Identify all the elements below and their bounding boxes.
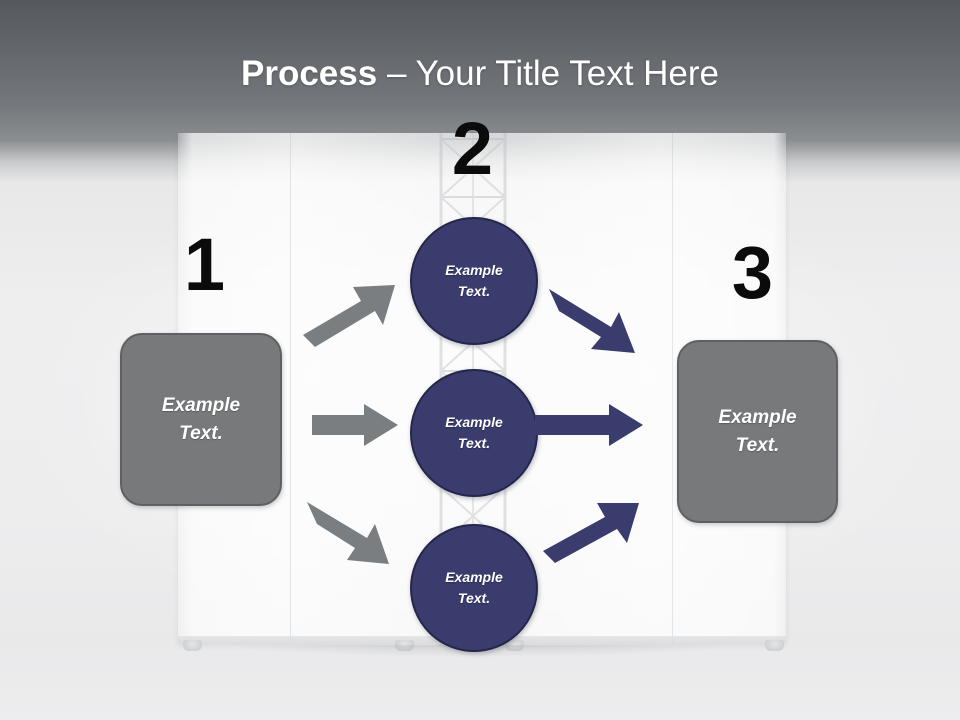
output-box-line1: Example	[718, 406, 797, 428]
input-box-text: Example Text.	[162, 392, 240, 448]
panel-foot	[395, 640, 414, 651]
arrow-right-navy	[535, 404, 643, 446]
process-circle-2-line1: Example	[445, 414, 503, 430]
output-box-text: Example Text.	[718, 404, 796, 460]
step-number-1: 1	[183, 223, 225, 306]
input-box[interactable]: Example Text.	[120, 333, 282, 506]
step-number-2: 2	[451, 107, 493, 190]
input-box-line1: Example	[161, 394, 241, 416]
input-box-line2: Text.	[179, 422, 223, 444]
arrow-down-right-navy	[549, 287, 653, 355]
process-circle-1-text: Example Text.	[445, 260, 503, 302]
panel-foot	[505, 640, 524, 651]
arrow-right-gray	[312, 404, 398, 446]
output-box[interactable]: Example Text.	[677, 340, 838, 523]
slide-title-light: – Your Title Text Here	[377, 54, 719, 93]
process-circle-3-line2: Text.	[457, 590, 491, 606]
panel-seam-right	[672, 133, 673, 643]
process-circle-2[interactable]: Example Text.	[410, 369, 538, 497]
panel-foot	[765, 640, 784, 651]
process-circle-2-text: Example Text.	[445, 412, 503, 454]
process-circle-1-line2: Text.	[457, 283, 491, 299]
process-circle-2-line2: Text.	[457, 435, 491, 451]
panel-foot	[183, 640, 202, 651]
arrow-up-right-navy	[543, 501, 647, 567]
process-circle-3-text: Example Text.	[445, 567, 503, 609]
process-circle-3-line1: Example	[445, 569, 503, 585]
process-circle-1[interactable]: Example Text.	[410, 217, 538, 345]
step-number-3: 3	[731, 231, 773, 314]
panel-floor-shadow	[178, 645, 786, 661]
process-circle-1-line1: Example	[445, 262, 503, 278]
arrow-down-right-gray	[307, 500, 403, 566]
arrow-up-right-gray	[303, 283, 399, 349]
slide-title: Process – Your Title Text Here	[0, 52, 960, 96]
output-box-line2: Text.	[735, 434, 780, 456]
slide-title-strong: Process	[241, 54, 378, 93]
process-circle-3[interactable]: Example Text.	[410, 524, 538, 652]
panel-seam-left	[290, 133, 291, 643]
